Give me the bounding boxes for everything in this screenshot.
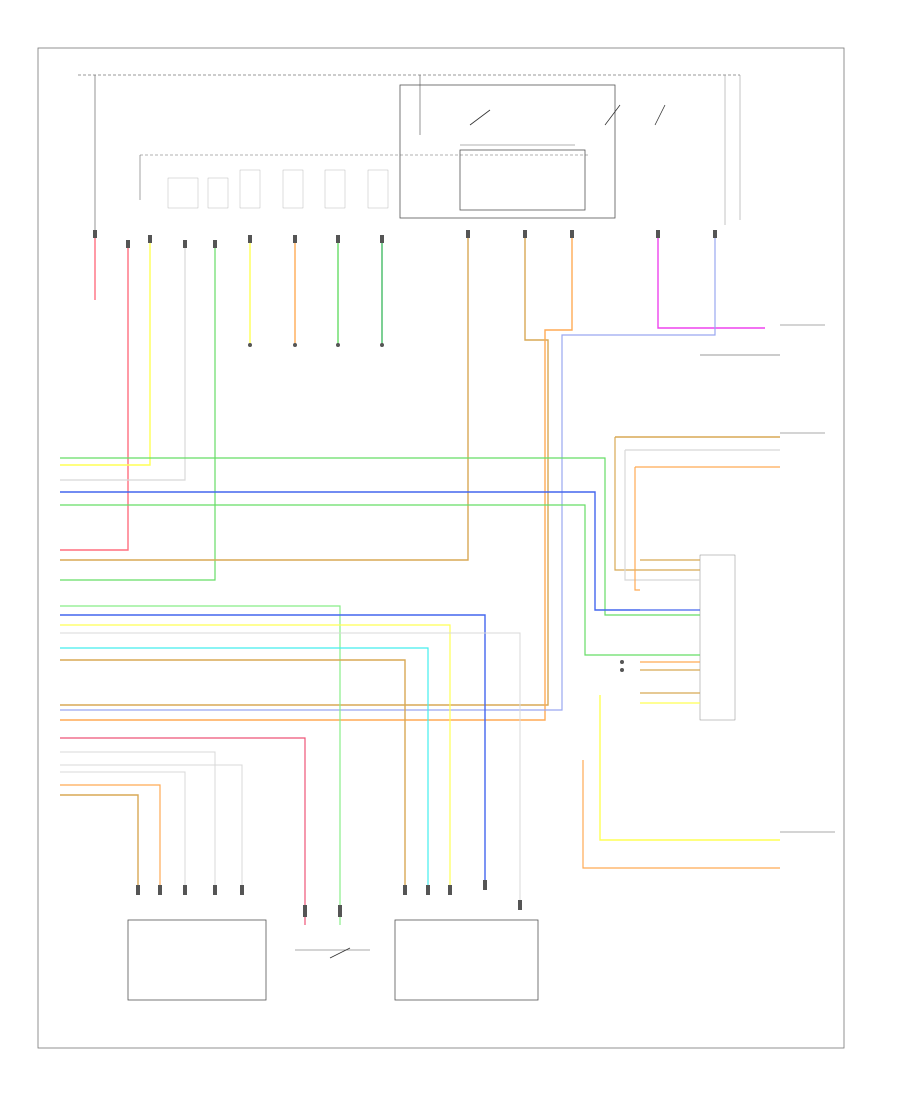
wire-green-1: [60, 240, 216, 581]
wire-tan-3: [60, 659, 406, 890]
wire-yellow-1: [60, 235, 151, 466]
bottom-components: [127, 919, 539, 1001]
wire-red: [60, 230, 129, 551]
wire-green-4: [60, 457, 640, 616]
wire-orange-3: [582, 760, 780, 869]
top-right-relay: [780, 324, 835, 833]
wire-pink-1: [657, 230, 765, 329]
page-frame: [37, 47, 845, 1049]
wire-green-5: [60, 504, 640, 656]
connector-pins: [93, 230, 717, 917]
wire-white-4: [60, 764, 243, 890]
wire-orange-4: [60, 784, 161, 890]
wire-blue-1: [60, 491, 640, 611]
switch-symbols: [167, 169, 389, 209]
wire-lightblue-1: [60, 230, 716, 711]
wire-lightgreen-6: [60, 605, 341, 925]
wire-tan-1: [60, 230, 469, 561]
wire-orange-2: [60, 230, 573, 721]
wire-tan-4: [60, 794, 139, 890]
wire-white-1: [60, 240, 186, 481]
wire-tan-2: [60, 230, 549, 706]
top-power-rail: [78, 74, 741, 230]
relay-box: [139, 84, 666, 219]
wire-white-3: [60, 751, 216, 890]
wire-blue-2: [60, 614, 486, 880]
wire-yellow-4: [60, 624, 451, 890]
wire-white-2: [60, 632, 521, 905]
wire-cyan: [60, 647, 429, 895]
right-connector-block: [614, 354, 780, 721]
wire-yellow-3: [599, 695, 780, 841]
wire-white-5: [60, 771, 186, 890]
wire-pink-2: [60, 737, 306, 925]
